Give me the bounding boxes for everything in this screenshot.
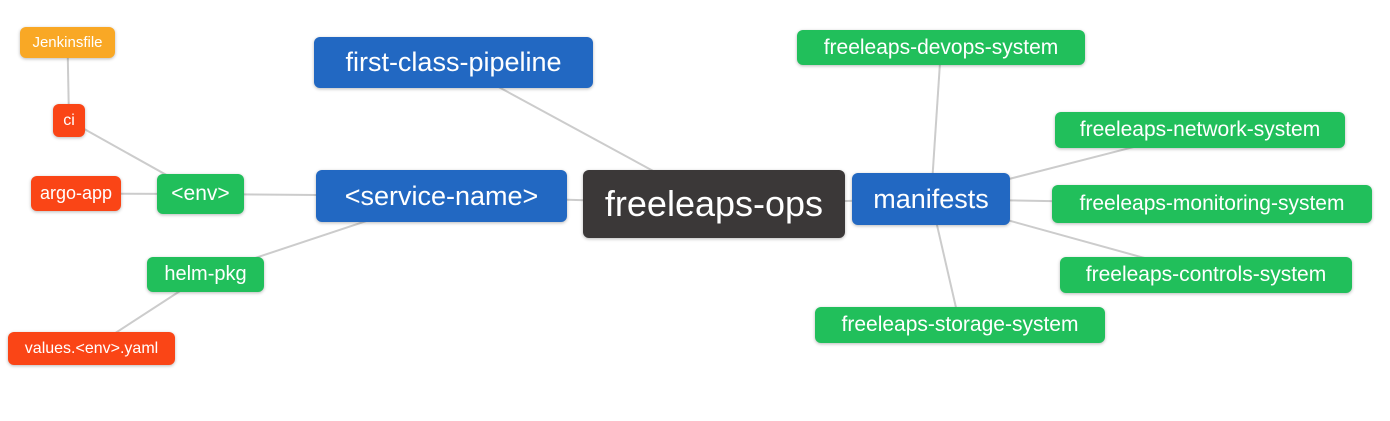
node-jenkinsfile[interactable]: Jenkinsfile: [20, 27, 115, 58]
node-freeleaps-ops[interactable]: freeleaps-ops: [583, 170, 845, 238]
node-freeleaps-controls-system[interactable]: freeleaps-controls-system: [1060, 257, 1352, 293]
node-env[interactable]: <env>: [157, 174, 244, 214]
node-manifests[interactable]: manifests: [852, 173, 1010, 225]
node-freeleaps-network-system[interactable]: freeleaps-network-system: [1055, 112, 1345, 148]
node-first-class-pipeline[interactable]: first-class-pipeline: [314, 37, 593, 88]
node-argo-app[interactable]: argo-app: [31, 176, 121, 211]
node-helm-pkg[interactable]: helm-pkg: [147, 257, 264, 292]
node-values-env-yaml[interactable]: values.<env>.yaml: [8, 332, 175, 365]
node-freeleaps-devops-system[interactable]: freeleaps-devops-system: [797, 30, 1085, 65]
node-freeleaps-storage-system[interactable]: freeleaps-storage-system: [815, 307, 1105, 343]
node-ci[interactable]: ci: [53, 104, 85, 137]
node-service-name[interactable]: <service-name>: [316, 170, 567, 222]
node-freeleaps-monitoring-system[interactable]: freeleaps-monitoring-system: [1052, 185, 1372, 223]
